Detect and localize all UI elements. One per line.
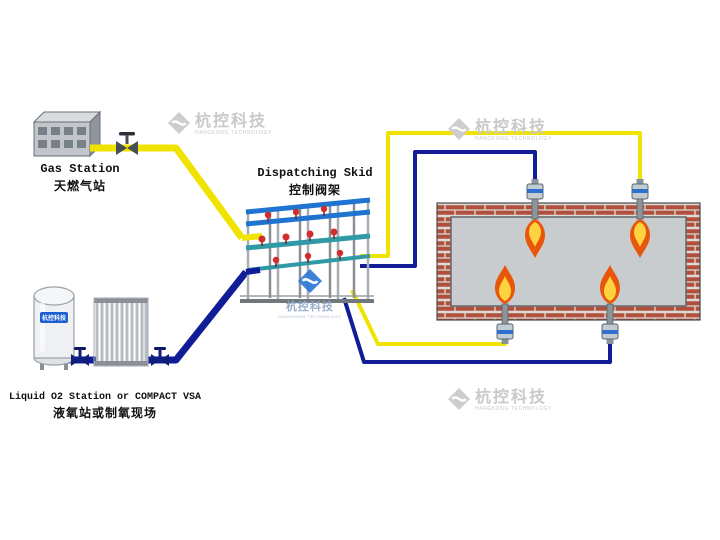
brand-logo-icon <box>297 269 322 298</box>
watermark-brand-text: 杭控科技 <box>475 119 548 137</box>
brand-logo-icon <box>448 118 470 145</box>
o2-pipe-top-feed <box>360 150 537 268</box>
gas-station-building <box>32 110 102 158</box>
o2-pipe-main <box>146 269 249 364</box>
liquid-o2-tank: 杭控科技 <box>33 286 75 370</box>
brand-logo-icon <box>448 388 470 415</box>
svg-text:杭控科技: 杭控科技 <box>42 314 67 322</box>
o2-station-label: Liquid O2 Station or COMPACT VSA 液氧站或制氧现… <box>2 392 208 421</box>
furnace <box>436 202 701 321</box>
dispatching-skid <box>240 197 374 303</box>
skid-pipe-teal-1 <box>245 233 371 251</box>
watermark-center: 杭控科技 HANGKONG TECHNOLOGY <box>278 269 342 319</box>
watermark-brand-text: 杭控科技 <box>195 113 268 131</box>
skid-manifolds <box>268 203 356 298</box>
skid-label-en: Dispatching Skid <box>257 166 373 180</box>
watermark-brand-text: 杭控科技 <box>285 301 334 313</box>
skid-o2-inlet <box>245 267 261 275</box>
skid-pipe-blue-1 <box>245 197 371 215</box>
furnace-chamber <box>450 216 687 307</box>
gas-station-label-zh: 天燃气站 <box>53 179 106 193</box>
watermark-top-right: 杭控科技 HANGKONG TECHNOLOGY <box>448 118 552 145</box>
watermark-top-left: 杭控科技 HANGKONG TECHNOLOGY <box>168 112 272 139</box>
o2-label-zh: 液氧站或制氧现场 <box>52 406 157 420</box>
skid-pipe-blue-2 <box>245 209 371 227</box>
o2-label-en: Liquid O2 Station or COMPACT VSA <box>8 392 202 403</box>
dispatching-skid-label: Dispatching Skid 控制阀架 <box>247 166 383 198</box>
watermark-sub-text: HANGKONG TECHNOLOGY <box>278 314 342 319</box>
gas-valve <box>116 132 138 155</box>
skid-valve-handles <box>258 205 344 267</box>
o2-pipe-bottom-feed <box>342 297 612 364</box>
gas-station-label: Gas Station 天燃气站 <box>18 162 142 194</box>
brand-logo-icon <box>168 112 190 139</box>
watermark-brand-text: 杭控科技 <box>475 389 548 407</box>
watermark-sub-text: HANGKONG TECHNOLOGY <box>475 406 552 413</box>
skid-label-zh: 控制阀架 <box>288 183 341 197</box>
gas-station-label-en: Gas Station <box>40 162 120 176</box>
watermark-sub-text: HANGKONG TECHNOLOGY <box>475 136 552 143</box>
skid-pipe-teal-2 <box>247 254 371 272</box>
building-windows <box>38 127 86 148</box>
vaporizer <box>93 297 149 367</box>
watermark-bottom-right: 杭控科技 HANGKONG TECHNOLOGY <box>448 388 552 415</box>
skid-gas-inlet <box>241 233 263 241</box>
gas-pipe-top-feed <box>360 131 642 258</box>
tank-brand-label: 杭控科技 <box>40 312 68 323</box>
watermark-sub-text: HANGKONG TECHNOLOGY <box>195 130 272 137</box>
